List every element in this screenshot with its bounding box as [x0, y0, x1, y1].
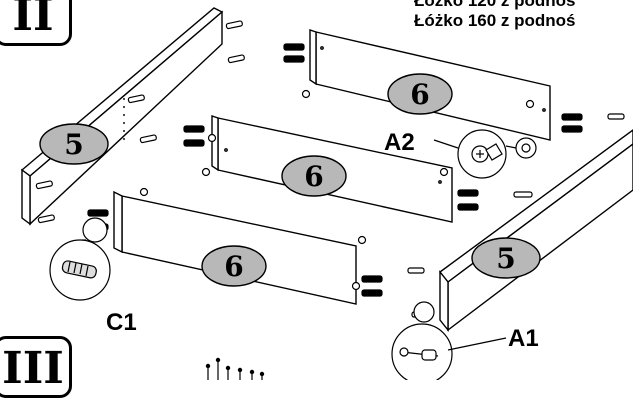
callout-c1: [49, 217, 111, 301]
callout-a2: [433, 129, 537, 179]
panel-label-side-left: 5: [64, 128, 83, 161]
screws: [139, 89, 535, 291]
callout-label-a2: A2: [384, 129, 415, 156]
badge-cross-top: [387, 73, 453, 115]
badge-side-right: [471, 237, 541, 279]
panel-label-cross-top: 6: [410, 78, 429, 111]
callout-label-a1: A1: [508, 325, 539, 352]
assembly-diagram: 5 6 6 6 5 A2 C1 A1: [20, 7, 633, 380]
badge-cross-bottom: [201, 245, 267, 287]
panel-label-cross-bottom: 6: [224, 250, 243, 283]
title-line-1: Łóżko 120 z podnos: [414, 0, 576, 10]
title-line-2: Łóżko 160 z podnoś: [414, 11, 576, 30]
panel-label-side-right: 5: [496, 242, 515, 275]
badge-side-left: [39, 123, 109, 165]
dowels: [35, 20, 625, 318]
step-iii-parts-preview: [205, 357, 265, 380]
callout-label-c1: C1: [106, 309, 137, 336]
step-number-ii: II: [0, 0, 72, 46]
callout-a1: [391, 301, 507, 380]
badge-cross-middle: [281, 155, 347, 197]
panel-label-cross-middle: 6: [304, 160, 323, 193]
side-panel-left: [20, 7, 224, 226]
